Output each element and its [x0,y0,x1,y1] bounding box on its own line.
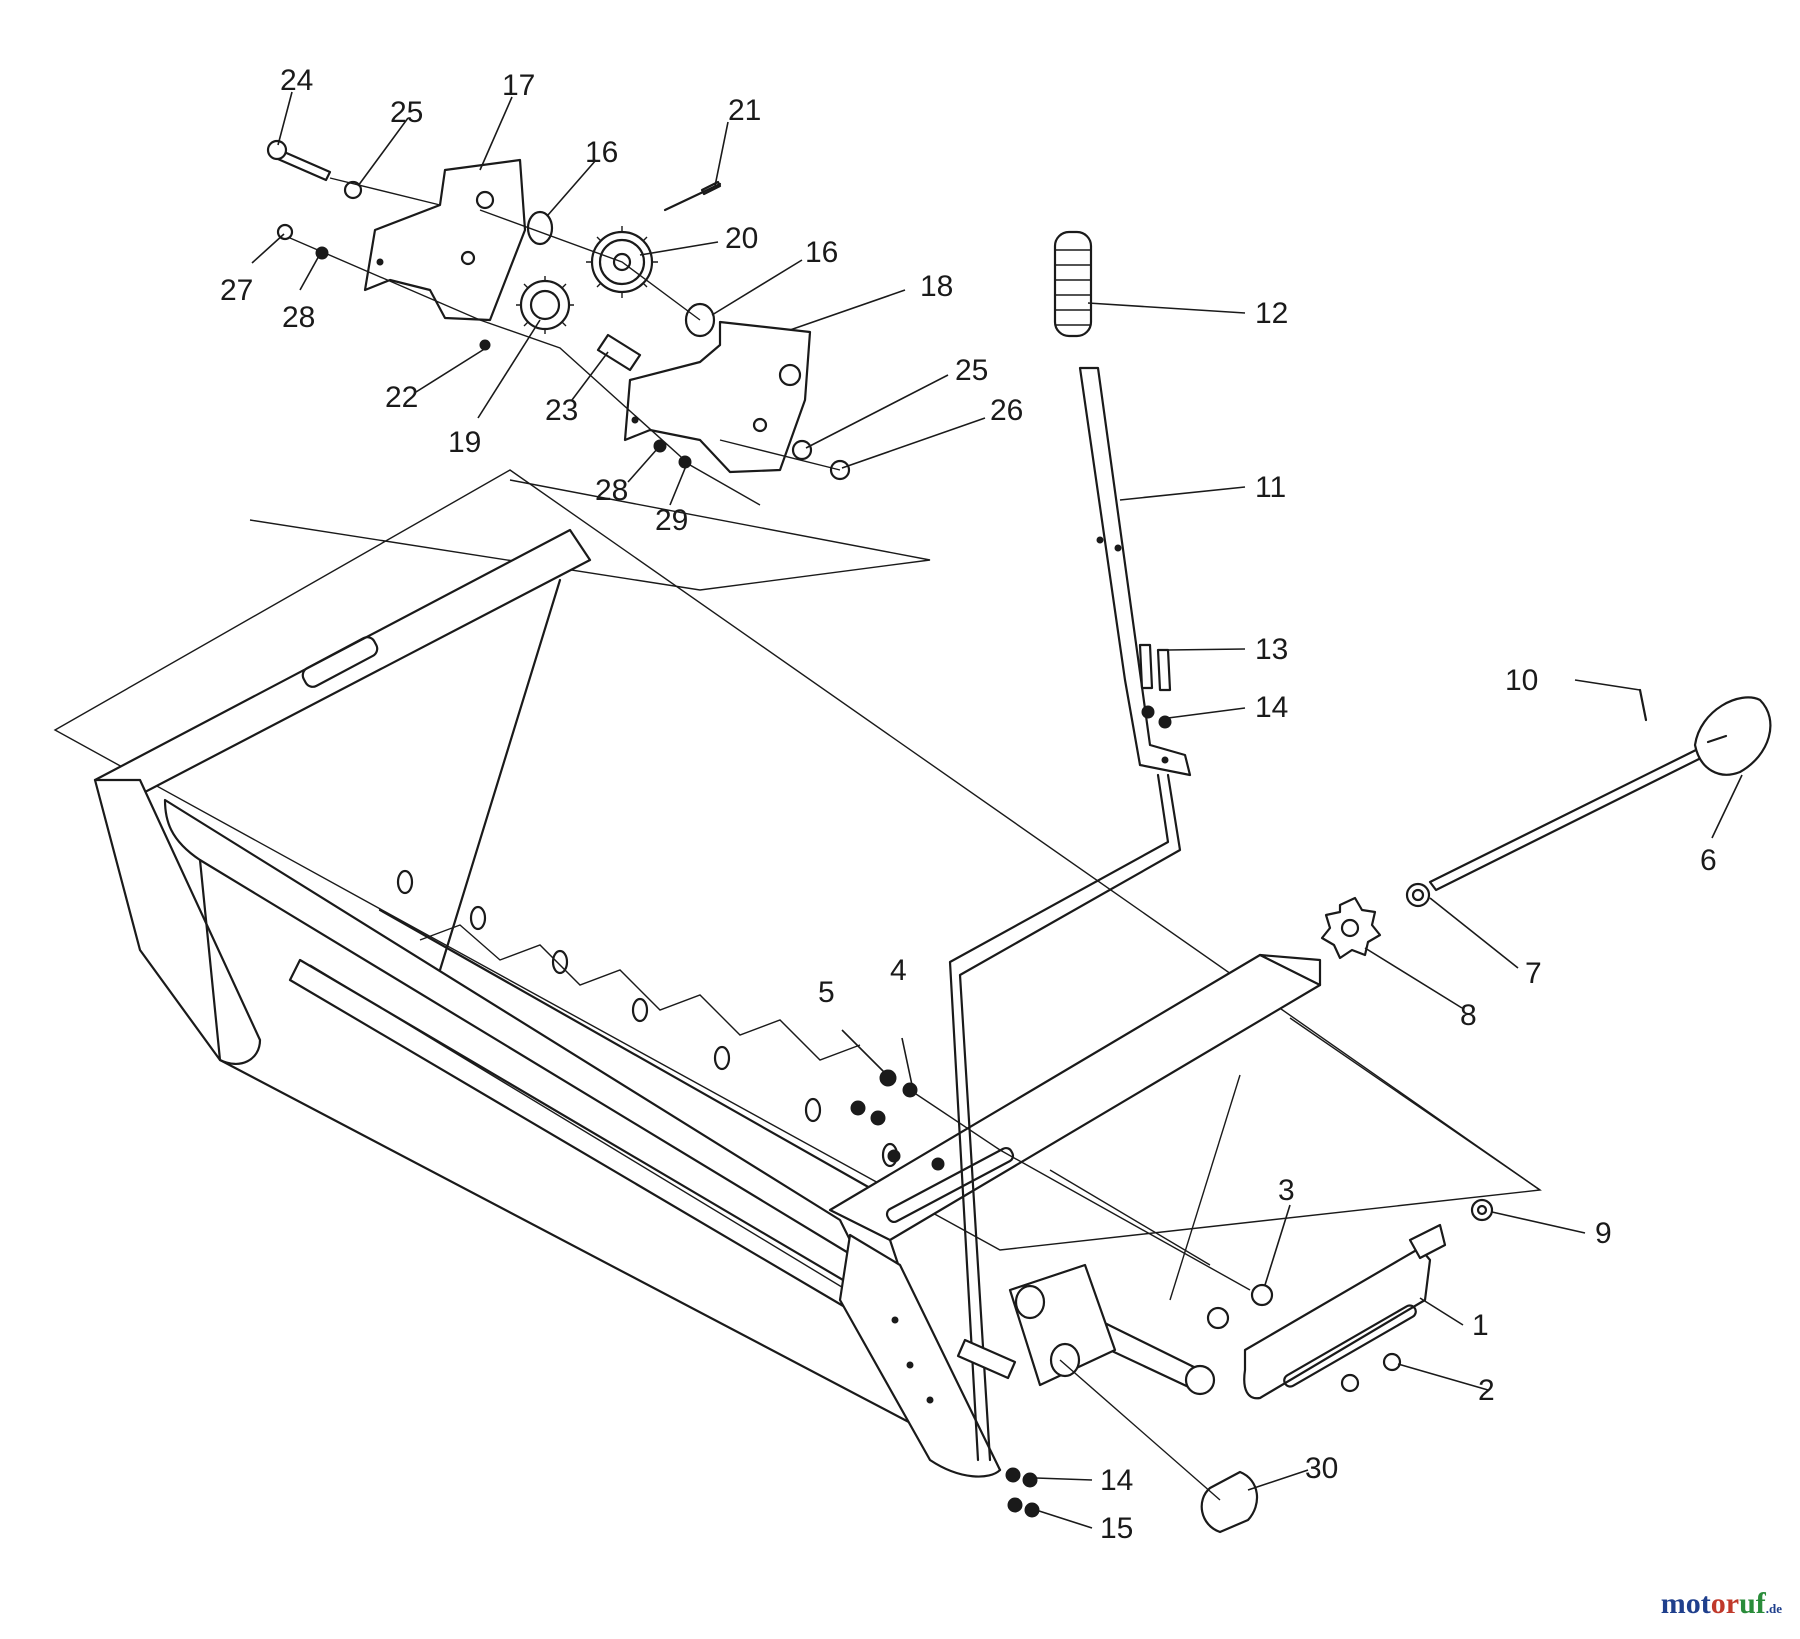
nut-9 [1470,1198,1494,1222]
nut-14-upper [1141,705,1155,719]
nut-14-lower [1005,1467,1021,1483]
washer-3a [1250,1283,1274,1307]
nut-22 [479,339,491,351]
watermark-part-b: or [1710,1587,1740,1620]
callout-14-upper: 14 [1255,691,1288,724]
watermark-tld: .de [1765,1601,1782,1616]
callout-18: 18 [920,270,953,303]
nut-7 [1405,882,1431,908]
callout-30: 30 [1305,1452,1338,1485]
nut-5 [879,1069,897,1087]
callout-29: 29 [655,504,688,537]
washer-25-lower [791,439,813,461]
callout-28-lower: 28 [595,474,628,507]
callout-6: 6 [1700,844,1717,877]
bushing-30 [1200,1470,1259,1534]
spacer-23 [596,333,642,372]
lever-grip-12 [1053,230,1093,338]
linkage-rod [958,773,1182,1462]
callout-16-lower: 16 [805,236,838,269]
watermark-part-a: mot [1660,1587,1711,1620]
bolt-2a [1340,1373,1360,1393]
callout-9: 9 [1595,1217,1612,1250]
hopper-handle-slot [301,636,379,688]
watermark-logo: motoruf.de [1661,1587,1782,1621]
knob-6 [1693,696,1772,776]
gearbox-detail-outline [249,479,931,591]
star-knob-8 [1320,896,1382,960]
callout-22: 22 [385,381,418,414]
callout-14-lower: 14 [1100,1464,1133,1497]
bolts-13 [1138,643,1172,692]
pin-10 [1638,688,1648,722]
washer-29 [678,455,692,469]
callout-7: 7 [1525,957,1542,990]
callout-24: 24 [280,64,313,97]
washer-3b [1206,1306,1230,1330]
callout-27: 27 [220,274,253,307]
callout-21: 21 [728,94,761,127]
callout-19: 19 [448,426,481,459]
callout-numbers: 24 25 17 16 21 20 16 18 27 28 22 19 23 2… [220,64,1717,1545]
gearbox-plate-18 [623,320,812,474]
callout-16-upper: 16 [585,136,618,169]
callout-2: 2 [1478,1374,1495,1407]
callout-8: 8 [1460,999,1477,1032]
watermark-part-c: uf [1739,1587,1766,1620]
shaft-6 [1428,746,1707,892]
lower-right-assembly [850,1017,1541,1534]
callout-17: 17 [502,69,535,102]
callout-13: 13 [1255,633,1288,666]
leader-lines [251,91,1743,1529]
gearbox-plate-17 [363,158,527,322]
callout-11: 11 [1255,471,1286,504]
callout-25-upper: 25 [390,96,423,129]
callout-26: 26 [990,394,1023,427]
lever-11 [1078,366,1192,777]
callout-4: 4 [890,954,907,987]
callout-1: 1 [1472,1309,1489,1342]
bolt-2b [1382,1352,1402,1372]
callout-20: 20 [725,222,758,255]
gear-19 [516,276,574,334]
washer-25-upper [343,180,363,200]
callout-10: 10 [1505,664,1538,697]
callout-12: 12 [1255,297,1288,330]
callout-28-upper: 28 [282,301,315,334]
hopper-body [53,469,1542,1478]
callout-23: 23 [545,394,578,427]
nut-15 [1007,1497,1023,1513]
agitator-vanes [378,869,902,1207]
gearbox-assembly [266,139,851,506]
callout-5: 5 [818,976,835,1009]
callout-25-lower: 25 [955,354,988,387]
lever-assembly [948,230,1192,1462]
bearing-16-upper [526,210,554,246]
knob-shaft-assembly [1320,688,1772,960]
callout-15: 15 [1100,1512,1133,1545]
callout-3: 3 [1278,1174,1295,1207]
bracket-1 [1243,1246,1432,1400]
